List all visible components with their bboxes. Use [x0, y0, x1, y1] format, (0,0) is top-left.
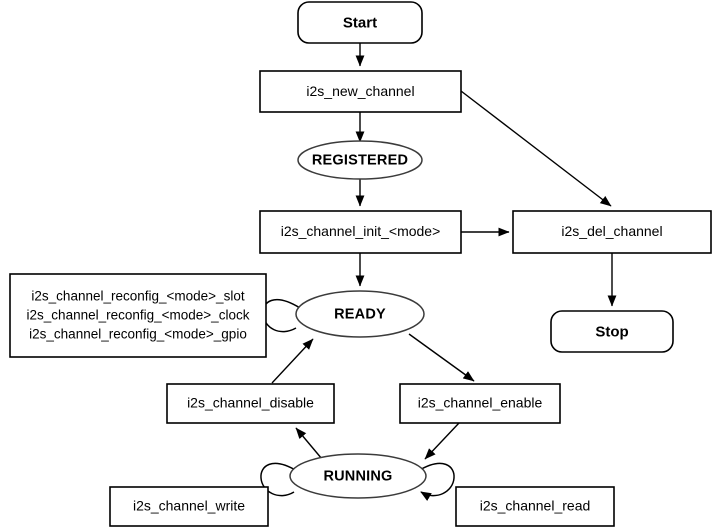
new-channel-label: i2s_new_channel	[306, 83, 414, 99]
channel-write-shape	[109, 486, 269, 527]
node-registered[interactable]: REGISTERED	[297, 140, 423, 180]
node-stop[interactable]: Stop	[550, 310, 674, 353]
node-i2s-del-channel[interactable]: i2s_del_channel	[512, 210, 712, 254]
node-reconfig-functions[interactable]: i2s_channel_reconfig_<mode>_slot i2s_cha…	[9, 273, 267, 358]
node-ready[interactable]: READY	[295, 290, 425, 338]
node-i2s-new-channel[interactable]: i2s_new_channel	[259, 70, 462, 113]
channel-enable-shape	[399, 383, 561, 424]
edge-ready-self-loop	[262, 298, 311, 333]
del-channel-shape	[512, 210, 712, 254]
edge-channel-disable-to-ready	[271, 338, 314, 384]
channel-read-label: i2s_channel_read	[480, 498, 591, 514]
channel-disable-shape	[166, 383, 335, 424]
edge-running-self-loop-right	[417, 462, 455, 501]
channel-read-shape	[455, 486, 615, 527]
reconfig-label-slot: i2s_channel_reconfig_<mode>_slot	[31, 289, 244, 304]
new-channel-shape	[259, 70, 462, 113]
node-i2s-channel-init[interactable]: i2s_channel_init_<mode>	[259, 210, 462, 254]
start-shape	[297, 1, 423, 44]
channel-disable-label: i2s_channel_disable	[187, 395, 314, 411]
channel-init-shape	[259, 210, 462, 254]
registered-shape	[297, 140, 423, 180]
registered-label: REGISTERED	[312, 152, 408, 168]
edge-running-to-channel-disable	[295, 427, 323, 460]
node-running[interactable]: RUNNING	[289, 453, 427, 499]
stop-label: Stop	[595, 323, 628, 340]
ready-label: READY	[334, 306, 386, 322]
node-start[interactable]: Start	[297, 1, 423, 44]
start-label: Start	[343, 14, 377, 31]
node-i2s-channel-enable[interactable]: i2s_channel_enable	[399, 383, 561, 424]
edge-running-self-loop-left	[260, 462, 308, 497]
channel-init-label: i2s_channel_init_<mode>	[281, 223, 441, 239]
reconfig-label-gpio: i2s_channel_reconfig_<mode>_gpio	[29, 327, 247, 342]
edge-ready-to-channel-enable	[408, 333, 475, 382]
reconfig-label-clock: i2s_channel_reconfig_<mode>_clock	[27, 308, 250, 323]
stop-shape	[550, 310, 674, 353]
reconfig-shape	[9, 273, 267, 358]
edge-new-channel-to-del-channel	[460, 90, 612, 207]
node-i2s-channel-disable[interactable]: i2s_channel_disable	[166, 383, 335, 424]
edge-channel-enable-to-running	[424, 422, 460, 460]
channel-write-label: i2s_channel_write	[133, 498, 245, 514]
channel-enable-label: i2s_channel_enable	[418, 395, 543, 411]
ready-shape	[295, 290, 425, 338]
running-label: RUNNING	[323, 468, 392, 484]
del-channel-label: i2s_del_channel	[561, 223, 662, 239]
node-i2s-channel-write[interactable]: i2s_channel_write	[109, 486, 269, 527]
node-i2s-channel-read[interactable]: i2s_channel_read	[455, 486, 615, 527]
running-shape	[289, 453, 427, 499]
